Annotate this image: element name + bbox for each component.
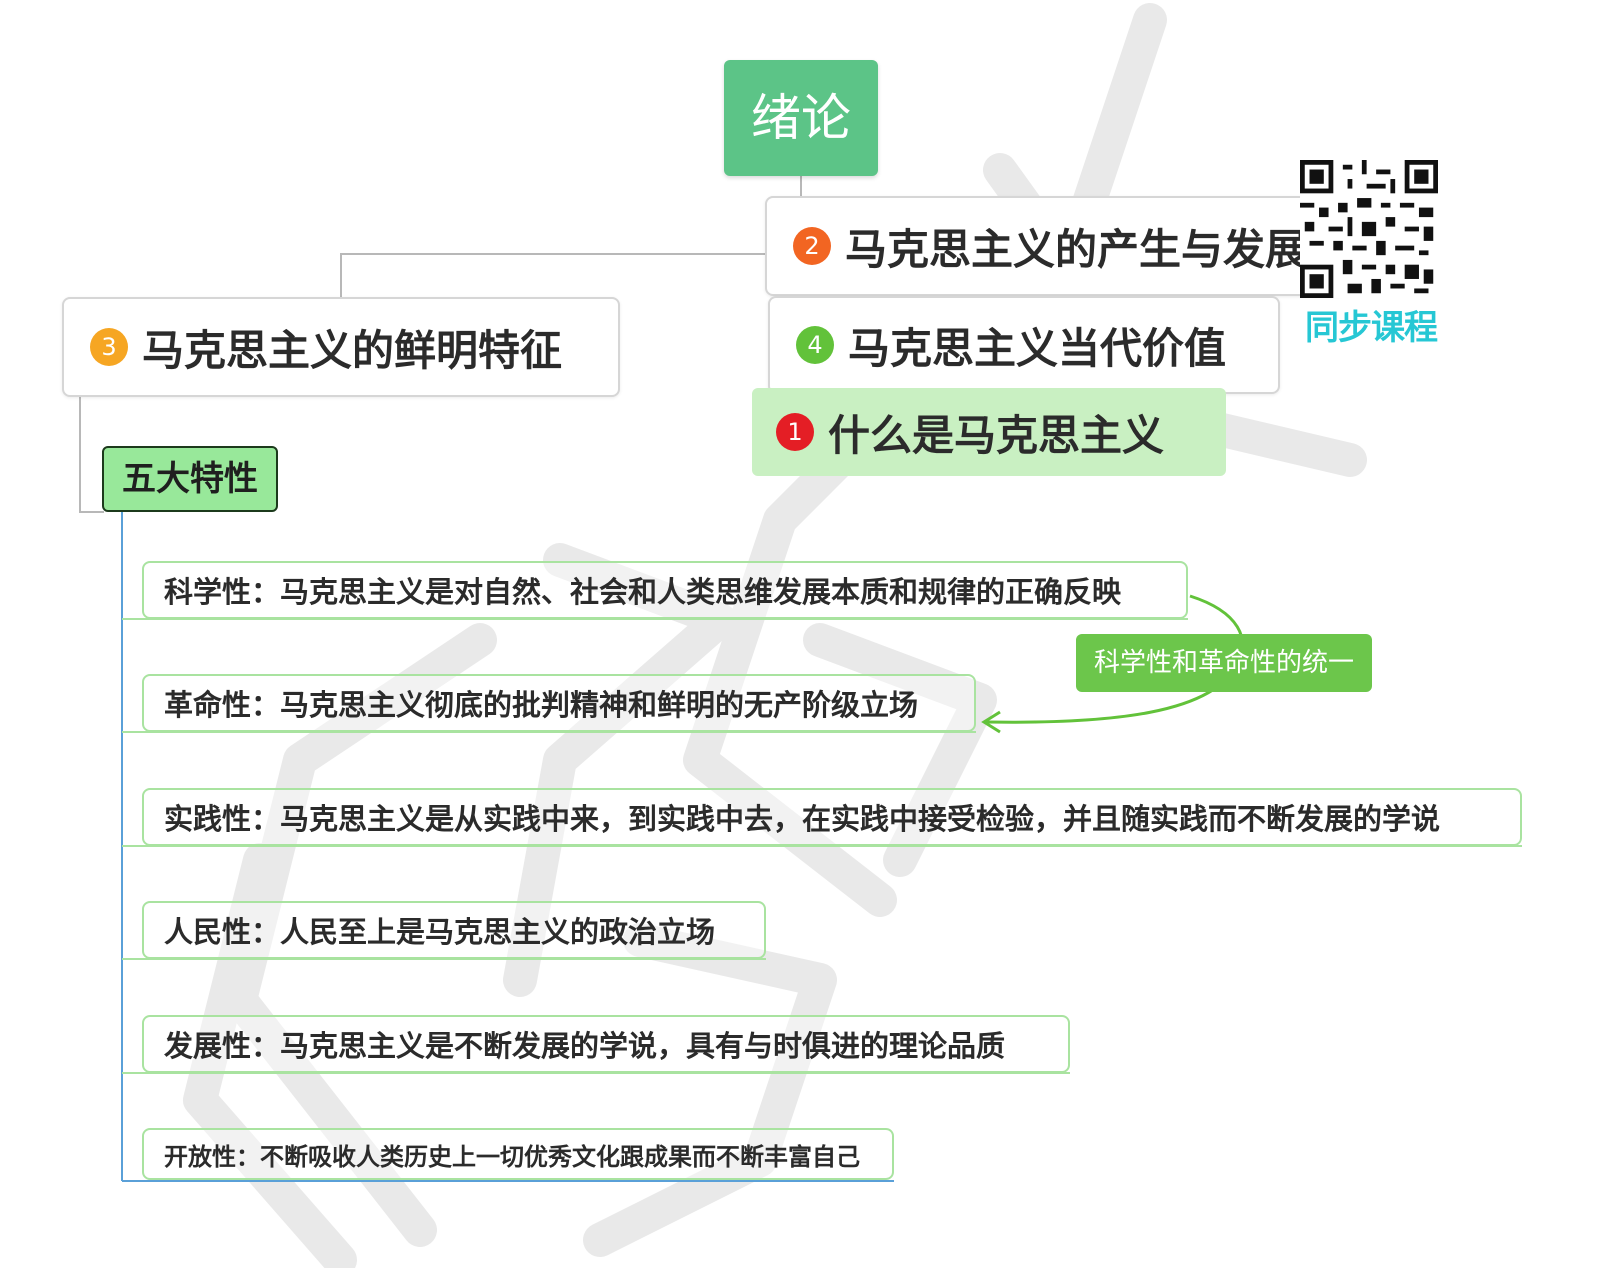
leaf-label: 发展性：马克思主义是不断发展的学说，具有与时俱进的理论品质 [164, 1029, 1006, 1063]
root-node[interactable]: 绪论 [724, 60, 878, 176]
leaf-node[interactable]: 发展性：马克思主义是不断发展的学说，具有与时俱进的理论品质 [142, 1015, 1070, 1073]
leaf-label: 开放性：不断吸收人类历史上一切优秀文化跟成果而不断丰富自己 [164, 1142, 860, 1171]
priority-3-icon: 3 [90, 328, 128, 366]
relationship-label[interactable]: 科学性和革命性的统一 [1076, 634, 1372, 692]
topic-label: 什么是马克思主义 [828, 410, 1165, 460]
leaf-node[interactable]: 革命性：马克思主义彻底的批判精神和鲜明的无产阶级立场 [142, 674, 976, 732]
leaf-node[interactable]: 开放性：不断吸收人类历史上一切优秀文化跟成果而不断丰富自己 [142, 1128, 894, 1180]
priority-1-icon: 1 [776, 413, 814, 451]
topic-4-node[interactable]: 4 马克思主义当代价值 [768, 296, 1280, 394]
leaf-label: 实践性：马克思主义是从实践中来，到实践中去，在实践中接受检验，并且随实践而不断发… [164, 802, 1441, 836]
priority-2-icon: 2 [793, 227, 831, 265]
topic-label: 马克思主义的鲜明特征 [142, 325, 563, 375]
topic-1-node[interactable]: 1 什么是马克思主义 [752, 388, 1226, 476]
topic-2-node[interactable]: 2 马克思主义的产生与发展 [765, 196, 1345, 296]
leaf-node[interactable]: 科学性：马克思主义是对自然、社会和人类思维发展本质和规律的正确反映 [142, 561, 1188, 619]
connector-five [79, 397, 104, 513]
topic-label: 马克思主义当代价值 [848, 323, 1227, 373]
topic-label: 马克思主义的产生与发展 [845, 224, 1308, 274]
qr-code-icon [1300, 160, 1438, 298]
relation-arrowhead [981, 710, 1001, 734]
leaf-label: 革命性：马克思主义彻底的批判精神和鲜明的无产阶级立场 [164, 688, 919, 722]
leaf-label: 人民性：人民至上是马克思主义的政治立场 [164, 915, 716, 949]
connector-topic-3 [340, 253, 765, 297]
leaf-node[interactable]: 实践性：马克思主义是从实践中来，到实践中去，在实践中接受检验，并且随实践而不断发… [142, 788, 1522, 846]
leaf-label: 科学性：马克思主义是对自然、社会和人类思维发展本质和规律的正确反映 [164, 575, 1122, 609]
priority-4-icon: 4 [796, 326, 834, 364]
leaf-node[interactable]: 人民性：人民至上是马克思主义的政治立场 [142, 901, 766, 959]
topic-3-node[interactable]: 3 马克思主义的鲜明特征 [62, 297, 620, 397]
subtopic-node[interactable]: 五大特性 [102, 446, 278, 512]
qr-caption: 同步课程 [1305, 308, 1438, 348]
